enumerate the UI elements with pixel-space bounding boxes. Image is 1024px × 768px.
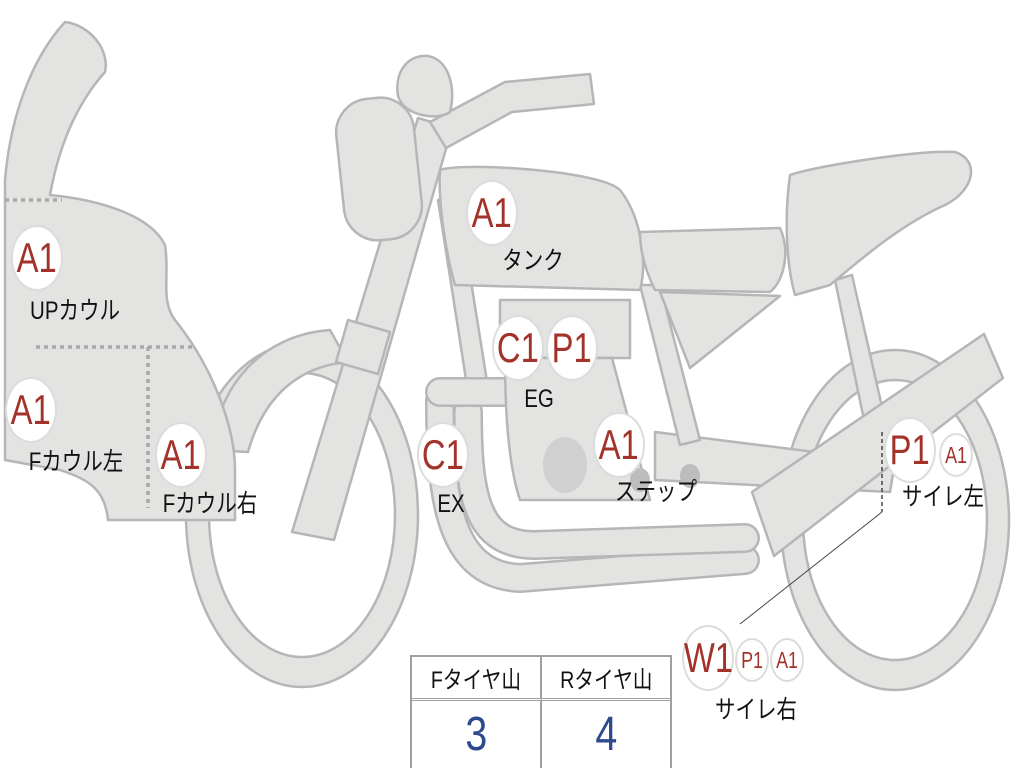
damage-code-badge-small: P1 <box>735 638 769 682</box>
side-cover <box>658 290 782 370</box>
front-tire-tread-header: Fタイヤ山 <box>430 667 522 694</box>
step-peg <box>680 464 700 488</box>
mirror <box>396 54 454 118</box>
damage-code-badge: C1 <box>492 315 544 381</box>
part-label-up-cowl: UPカウル <box>30 297 120 325</box>
damage-code-badge: W1 <box>682 625 734 691</box>
damage-code-text: P1 <box>889 426 931 473</box>
seat-front <box>638 226 787 294</box>
muffler <box>750 332 1005 558</box>
exhaust-pipe-inner-fill <box>455 399 758 558</box>
damage-code-badge-small: A1 <box>770 638 804 682</box>
damage-code-text: A1 <box>945 441 967 468</box>
damage-code-text: A1 <box>10 386 52 433</box>
headlight-cover <box>334 96 424 242</box>
table-value-cell: 4 <box>542 701 670 768</box>
table-value-cell: 3 <box>412 701 542 768</box>
damage-code-text: P1 <box>551 324 593 371</box>
front-fender <box>210 328 350 454</box>
rear-tire-tread-value: 4 <box>595 708 617 761</box>
damage-code-badge: C1 <box>417 422 469 488</box>
damage-code-text: A1 <box>598 421 640 468</box>
front-tire-tread-value: 3 <box>465 708 487 761</box>
front-cowl <box>3 20 237 522</box>
rear-tire-tread-header: Rタイヤ山 <box>559 667 653 694</box>
part-label-f-cowl-left: Fカウル左 <box>28 448 124 476</box>
table-header-cell: Fタイヤ山 <box>412 657 542 701</box>
damage-code-badge: A1 <box>5 377 57 443</box>
damage-code-badge: A1 <box>466 180 518 246</box>
tire-tread-table: Fタイヤ山 Rタイヤ山 3 4 <box>410 655 672 768</box>
damage-code-text: A1 <box>160 431 202 478</box>
fork-band <box>334 318 392 376</box>
damage-code-badge: P1 <box>884 417 936 483</box>
cowl-division-line <box>5 198 192 508</box>
engine-cover <box>543 437 587 493</box>
damage-code-badge: A1 <box>593 412 645 478</box>
damage-code-text: W1 <box>683 634 733 681</box>
damage-code-text: C1 <box>497 324 539 371</box>
part-label-f-cowl-right: Fカウル右 <box>162 490 258 518</box>
part-label-tank: タンク <box>502 247 564 275</box>
step-peg <box>630 468 650 492</box>
damage-code-badge-small: A1 <box>939 433 973 477</box>
damage-code-text: A1 <box>16 234 58 281</box>
handlebar <box>428 72 596 150</box>
seat-rear-cowl <box>785 150 973 297</box>
damage-code-badge: A1 <box>155 422 207 488</box>
part-label-muffler-left: サイレ左 <box>901 483 985 511</box>
damage-code-badge: P1 <box>546 315 598 381</box>
part-label-exhaust: EX <box>437 490 465 518</box>
part-label-step: ステップ <box>614 478 698 506</box>
part-label-engine: EG <box>524 385 554 413</box>
part-label-muffler-right: サイレ右 <box>714 696 798 724</box>
damage-code-text: C1 <box>422 431 464 478</box>
damage-code-text: A1 <box>471 189 513 236</box>
damage-code-text: A1 <box>776 646 798 673</box>
damage-code-badge: A1 <box>11 225 63 291</box>
damage-code-text: P1 <box>741 646 763 673</box>
table-header-cell: Rタイヤ山 <box>542 657 670 701</box>
muffler-leader-line <box>739 511 883 625</box>
